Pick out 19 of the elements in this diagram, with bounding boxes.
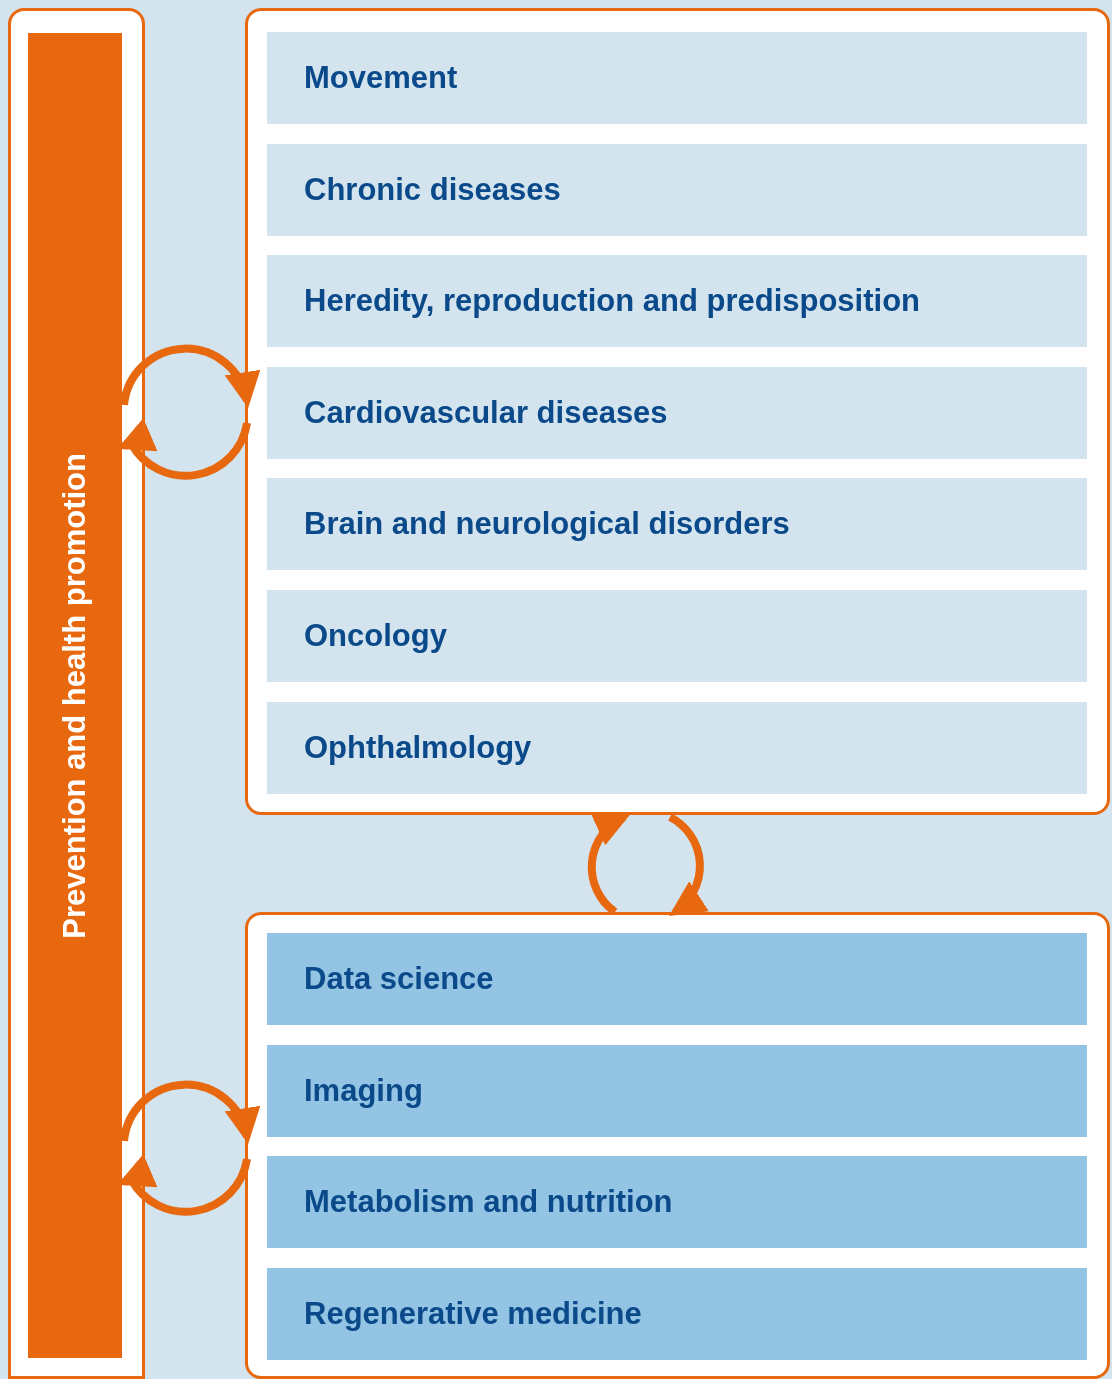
topic-box: Oncology <box>267 590 1087 682</box>
topic-box: Movement <box>267 32 1087 124</box>
group-frame <box>245 8 1110 815</box>
cycle-arrow <box>667 813 709 917</box>
topic-box: Brain and neurological disorders <box>267 478 1087 571</box>
topic-box: Metabolism and nutrition <box>267 1156 1087 1249</box>
cycle-arrow <box>120 1080 259 1145</box>
topic-box: Data science <box>267 933 1087 1025</box>
cycle-arrow <box>120 344 259 409</box>
topic-box: Cardiovascular diseases <box>267 366 1087 459</box>
topic-box: Heredity, reproduction and predisposition <box>267 255 1087 348</box>
cycle-arrow <box>587 813 631 916</box>
topic-box: Ophthalmology <box>267 701 1087 794</box>
category-bar <box>28 33 122 1358</box>
topic-box: Chronic diseases <box>267 143 1087 236</box>
topic-box: Regenerative medicine <box>267 1267 1087 1360</box>
bar-label: Prevention and health promotion <box>57 452 93 939</box>
group-frame <box>245 912 1110 1379</box>
topic-box: Imaging <box>267 1044 1087 1137</box>
